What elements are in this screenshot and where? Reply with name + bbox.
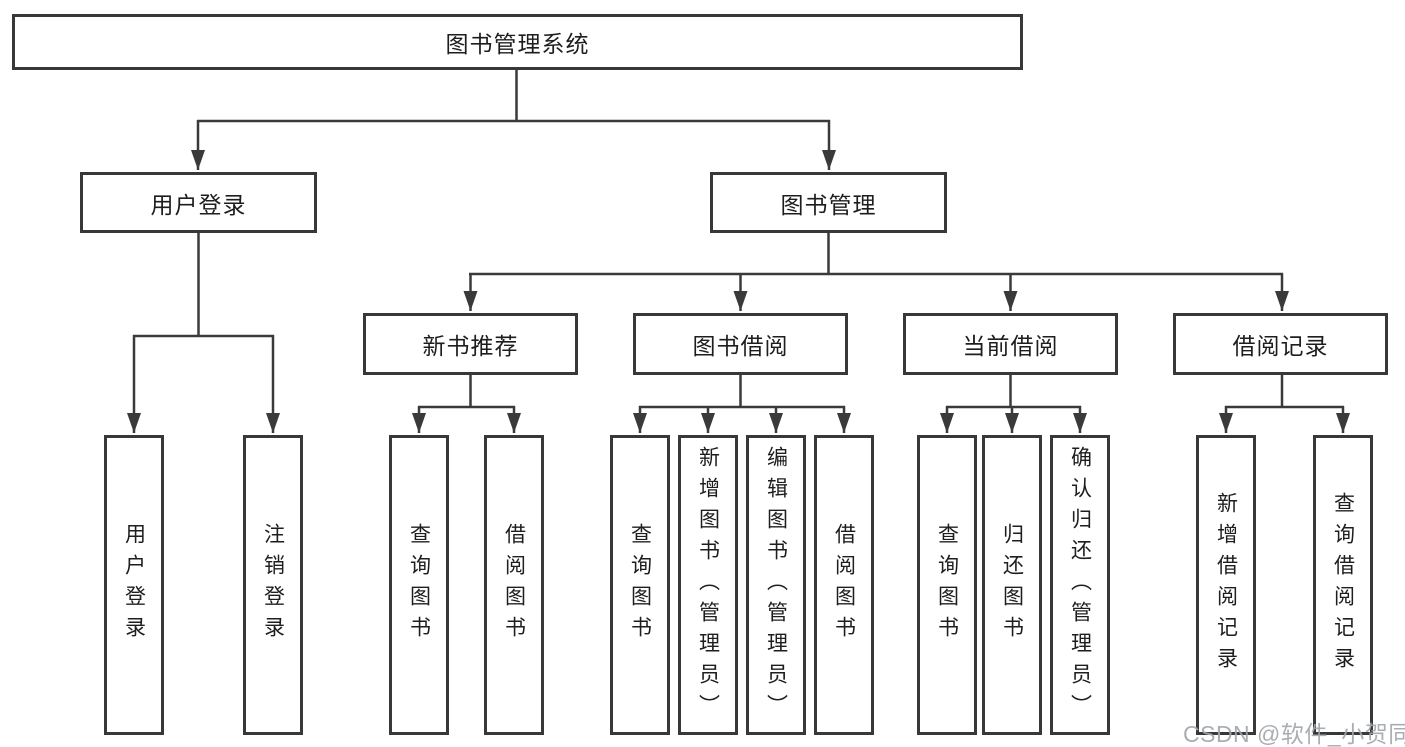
leaf-query-book-borrowing: 查询图书 <box>610 435 670 735</box>
leaf-return-book: 归还图书 <box>982 435 1042 735</box>
leaf-borrow-book-recommend: 借阅图书 <box>484 435 544 735</box>
node-book-borrowing: 图书借阅 <box>633 313 848 375</box>
node-root: 图书管理系统 <box>12 14 1023 70</box>
node-borrowing-records: 借阅记录 <box>1173 313 1388 375</box>
leaf-label: 新增图书（管理员） <box>696 445 720 725</box>
leaf-label: 查询图书 <box>935 523 959 647</box>
leaf-label: 查询图书 <box>628 523 652 647</box>
leaf-query-book-recommend: 查询图书 <box>389 435 449 735</box>
leaf-label: 借阅图书 <box>832 523 856 647</box>
leaf-label: 归还图书 <box>1000 523 1024 647</box>
leaf-borrow-book: 借阅图书 <box>814 435 874 735</box>
leaf-label: 编辑图书（管理员） <box>764 445 788 725</box>
leaf-user-login: 用户登录 <box>104 435 164 735</box>
leaf-edit-book-admin: 编辑图书（管理员） <box>746 435 806 735</box>
leaf-label: 确认归还（管理员） <box>1068 445 1092 725</box>
node-book-management: 图书管理 <box>710 172 947 233</box>
leaf-add-borrow-record: 新增借阅记录 <box>1196 435 1256 735</box>
leaf-label: 注销登录 <box>261 523 285 647</box>
leaf-confirm-return-admin: 确认归还（管理员） <box>1050 435 1110 735</box>
leaf-add-book-admin: 新增图书（管理员） <box>678 435 738 735</box>
leaf-label: 查询借阅记录 <box>1331 492 1355 678</box>
node-new-book-recommend: 新书推荐 <box>363 313 578 375</box>
leaf-label: 借阅图书 <box>502 523 526 647</box>
leaf-label: 查询图书 <box>407 523 431 647</box>
csdn-watermark: CSDN @软件_小贺同学 <box>1183 721 1405 747</box>
leaf-logout: 注销登录 <box>243 435 303 735</box>
leaf-label: 新增借阅记录 <box>1214 492 1238 678</box>
node-current-borrowing: 当前借阅 <box>903 313 1118 375</box>
leaf-label: 用户登录 <box>122 523 146 647</box>
node-user-login: 用户登录 <box>80 172 317 233</box>
leaf-query-book-current: 查询图书 <box>917 435 977 735</box>
leaf-query-borrow-record: 查询借阅记录 <box>1313 435 1373 735</box>
